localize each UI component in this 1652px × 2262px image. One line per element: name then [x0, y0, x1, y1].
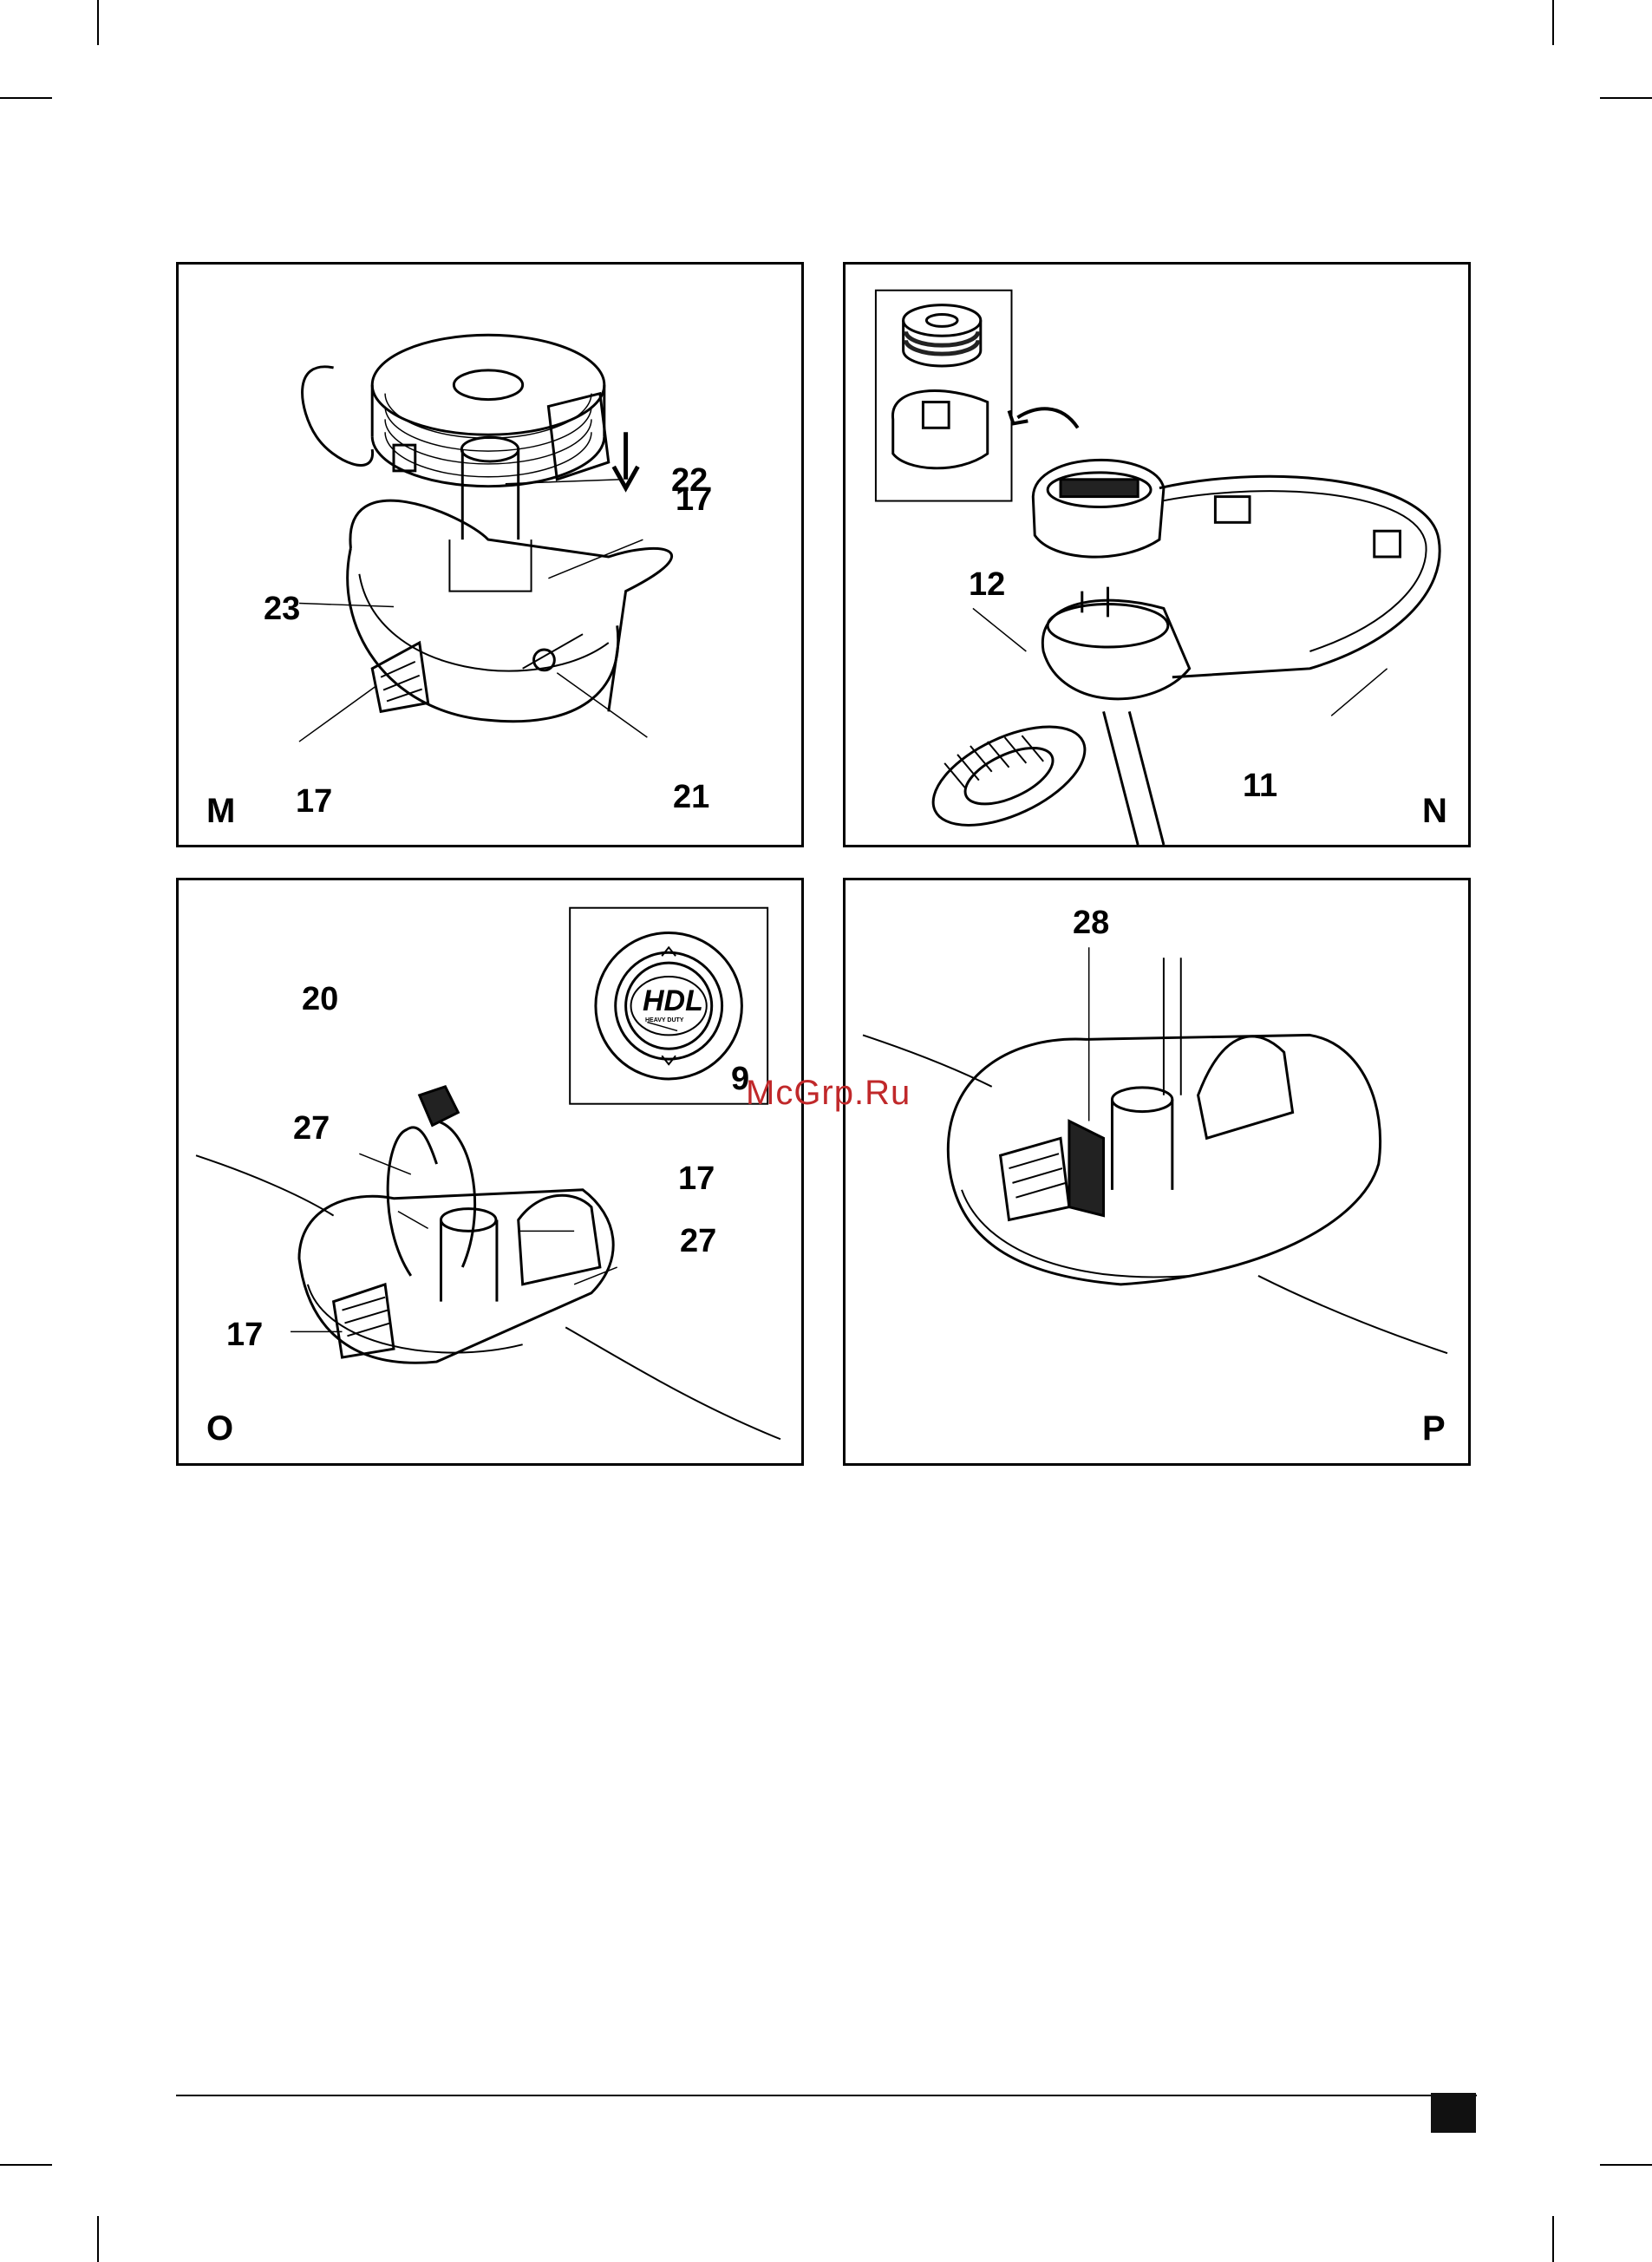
- line-seated-illustration: [846, 880, 1468, 1463]
- callout-28: 28: [1073, 906, 1109, 939]
- callout-27: 27: [680, 1225, 716, 1258]
- crop-mark: [1600, 97, 1652, 99]
- callout-17: 17: [226, 1318, 263, 1351]
- watermark: McGrp.Ru: [746, 1074, 911, 1113]
- callout-17: 17: [676, 483, 712, 516]
- panel-o: 20 27 17 27 17 9 HDL HEAVY DUTY O: [176, 878, 804, 1466]
- panel-n: 12 11 N: [843, 262, 1471, 847]
- panel-letter: M: [206, 794, 235, 828]
- panel-m: 22 17 23 17 21 M: [176, 262, 804, 847]
- trimmer-head-removal-illustration: [846, 265, 1468, 845]
- crop-mark: [1600, 2164, 1652, 2166]
- callout-17: 17: [678, 1162, 715, 1195]
- panel-letter: O: [206, 1411, 233, 1446]
- callout-17: 17: [296, 785, 332, 818]
- page-tab: [1431, 2093, 1476, 2133]
- footer-rule: [176, 2095, 1477, 2096]
- callout-20: 20: [302, 983, 338, 1016]
- callout-23: 23: [264, 592, 300, 625]
- crop-mark: [1552, 2216, 1554, 2262]
- panel-p: 28 P: [843, 878, 1471, 1466]
- crop-mark: [0, 2164, 52, 2166]
- inset-logo-text: HDL: [643, 984, 703, 1018]
- crop-mark: [97, 2216, 99, 2262]
- inset-logo-subtext: HEAVY DUTY: [645, 1017, 683, 1023]
- crop-mark: [1552, 0, 1554, 45]
- panel-letter: N: [1422, 794, 1447, 828]
- spool-assembly-illustration: [179, 265, 801, 845]
- panel-letter: P: [1422, 1411, 1446, 1446]
- callout-21: 21: [673, 781, 709, 814]
- callout-27: 27: [293, 1112, 330, 1145]
- callout-11: 11: [1243, 769, 1277, 802]
- callout-12: 12: [969, 568, 1005, 601]
- crop-mark: [0, 97, 52, 99]
- crop-mark: [97, 0, 99, 45]
